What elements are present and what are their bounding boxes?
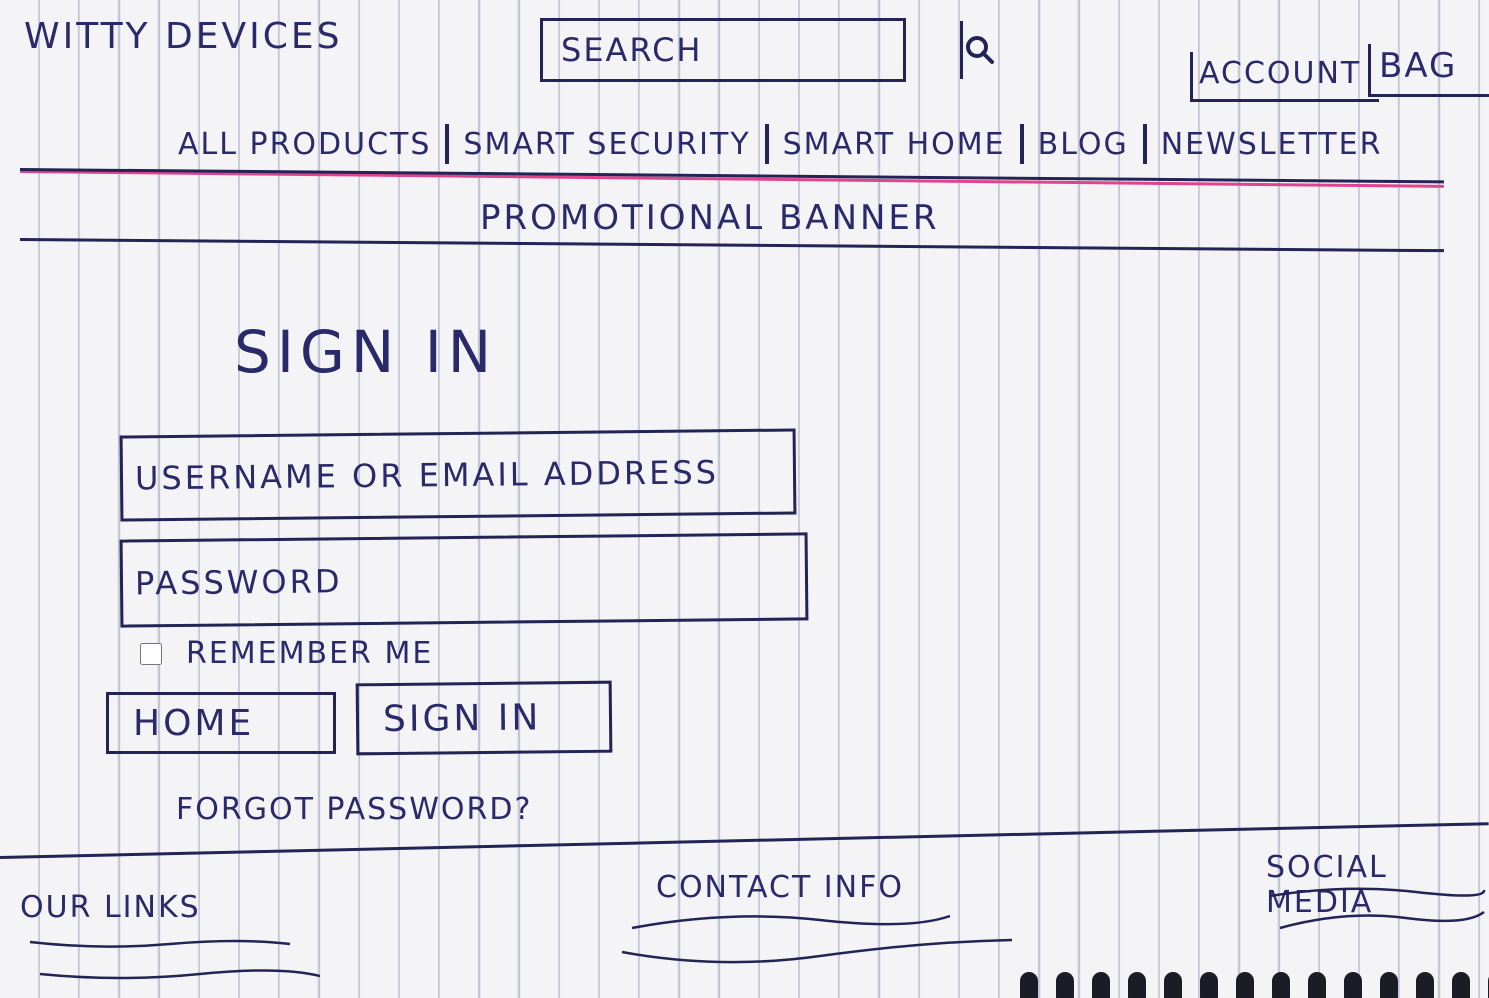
- footer-social-placeholder: [1269, 887, 1486, 930]
- spiral-binding: [1020, 972, 1489, 998]
- nav-item-newsletter[interactable]: NEWSLETTER: [1160, 126, 1383, 162]
- remember-me[interactable]: REMEMBER ME: [140, 636, 433, 671]
- username-email-field[interactable]: [119, 428, 797, 522]
- site-logo[interactable]: WITTY DEVICES: [24, 16, 343, 57]
- forgot-password-link[interactable]: FORGOT PASSWORD?: [176, 792, 533, 827]
- account-link[interactable]: ACCOUNT: [1190, 52, 1380, 102]
- main-nav: ALL PRODUCTS SMART SECURITY SMART HOME B…: [168, 124, 1392, 164]
- banner-divider: [19, 238, 1444, 253]
- password-field[interactable]: [119, 532, 809, 628]
- nav-divider: [764, 124, 769, 164]
- nav-item-all-products[interactable]: ALL PRODUCTS: [178, 126, 432, 162]
- search-input[interactable]: [543, 21, 963, 79]
- home-button[interactable]: HOME: [106, 692, 336, 754]
- search-button[interactable]: [963, 21, 997, 79]
- footer-contact-placeholder: [621, 914, 1013, 964]
- nav-divider: [1142, 124, 1147, 164]
- nav-divider: [445, 124, 450, 164]
- promotional-banner[interactable]: PROMOTIONAL BANNER: [480, 198, 940, 238]
- footer-links-placeholder: [29, 939, 320, 980]
- header-divider: [19, 168, 1444, 184]
- nav-divider: [1019, 124, 1024, 164]
- remember-me-checkbox[interactable]: [140, 642, 162, 665]
- nav-item-smart-security[interactable]: SMART SECURITY: [463, 126, 751, 162]
- page-title: SIGN IN: [234, 318, 498, 386]
- footer-our-links: OUR LINKS: [20, 890, 201, 925]
- nav-item-smart-home[interactable]: SMART HOME: [782, 126, 1006, 162]
- search-icon: [966, 36, 994, 64]
- nav-item-blog[interactable]: BLOG: [1037, 126, 1129, 162]
- footer-contact-info: CONTACT INFO: [656, 870, 904, 905]
- search-bar: [540, 18, 994, 82]
- bag-link[interactable]: BAG: [1368, 44, 1489, 97]
- remember-me-label: REMEMBER ME: [186, 636, 434, 671]
- sign-in-button[interactable]: SIGN IN: [355, 680, 613, 756]
